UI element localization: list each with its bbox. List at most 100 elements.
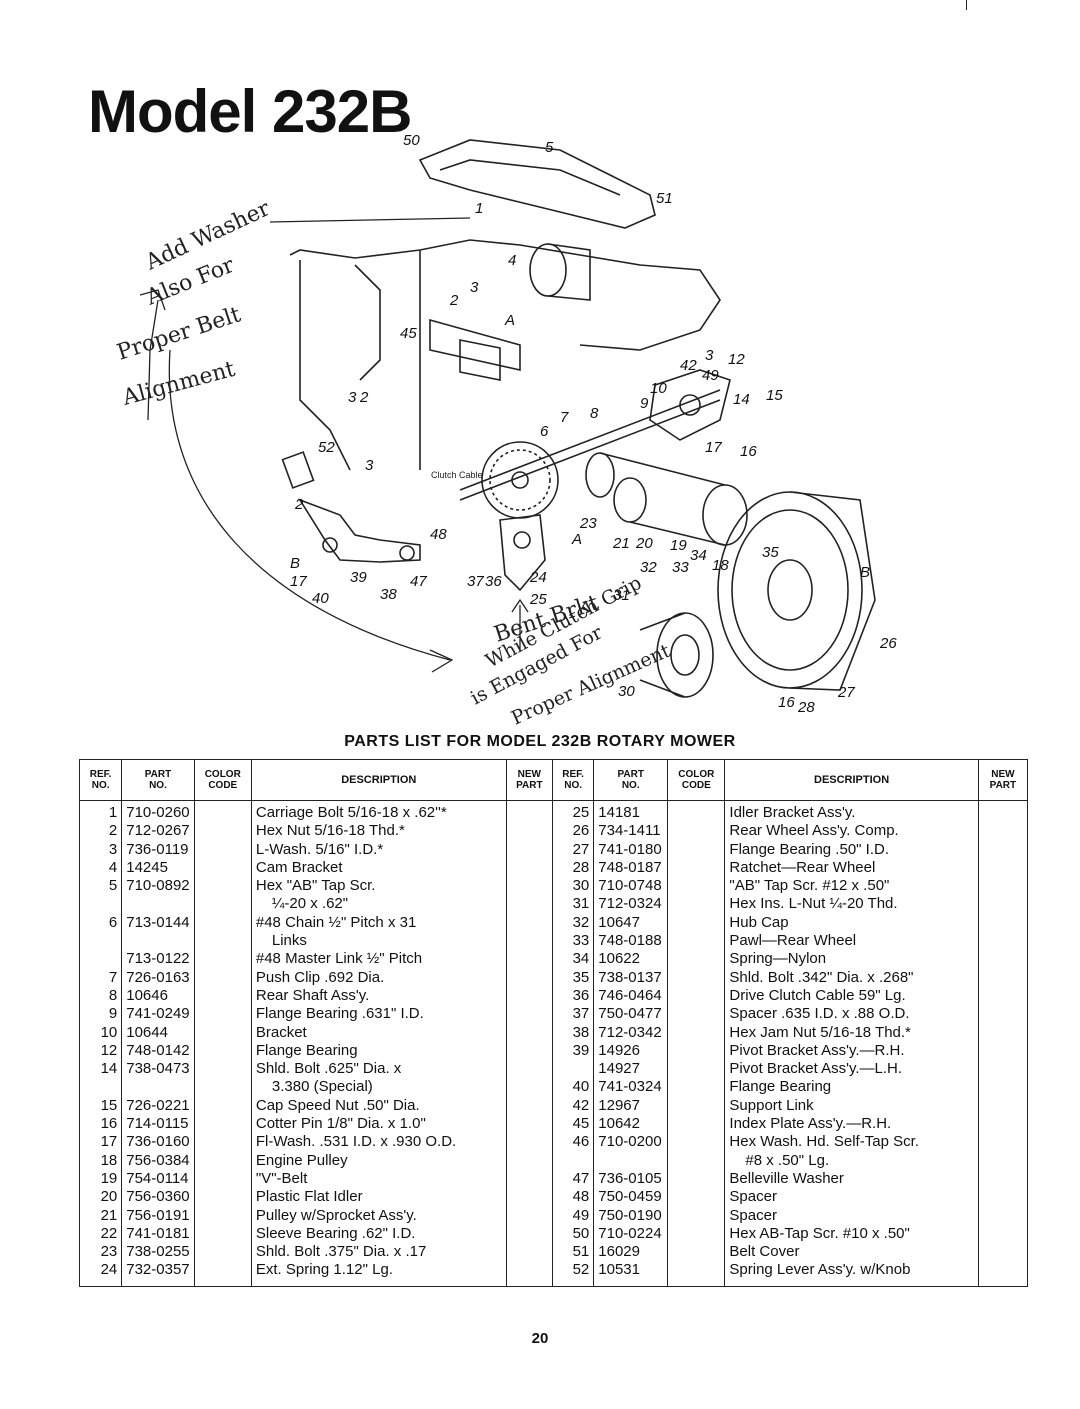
right-part-no-cell: 14927 [593,1060,669,1079]
left-part-no-cell: 726-0221 [121,1096,195,1116]
left-part-no-cell: 732-0357 [121,1261,195,1287]
right-new-part-cell [977,895,1029,914]
callout-28: 28 [797,699,815,716]
left-new-part-cell [505,1261,553,1287]
right-new-part-cell [977,1243,1029,1262]
left-color-code-cell [193,1224,252,1244]
clutch-cable-label: Clutch Cable [431,470,483,480]
left-part-no-cell: 748-0142 [121,1041,195,1061]
left-color-code-cell [193,822,252,841]
right-color-code-cell [667,913,726,933]
right-ref-no-cell: 38 [551,1023,595,1042]
left-description-cell: Flange Bearing .631" I.D. [250,1005,507,1024]
callout-12: 12 [728,351,745,368]
left-color-code-cell [193,1169,252,1189]
callout-49: 49 [702,367,719,384]
callout-35: 35 [762,544,779,561]
callout-42: 42 [680,357,697,374]
right-new-part-cell [977,968,1029,987]
left-ref-no-cell [78,895,123,914]
right-color-code-cell [667,1224,726,1244]
right-color-code-cell [667,1060,726,1079]
right-part-no-cell [593,1151,669,1170]
callout-39: 39 [350,569,367,586]
callout-3: 3 [470,279,479,296]
callout-31: 31 [613,587,630,604]
right-color-code-cell [667,950,726,969]
callout-6: 6 [540,423,549,440]
left-description-cell: Cap Speed Nut .50" Dia. [250,1096,507,1116]
right-color-code-cell [667,986,726,1006]
right-part-no-cell: 710-0748 [593,877,669,896]
left-description-cell: Flange Bearing [250,1041,507,1061]
left-description-cell: Ext. Spring 1.12" Lg. [250,1261,507,1287]
left-description-cell: Shld. Bolt .625" Dia. x [250,1060,507,1079]
right-description-cell: Hub Cap [724,913,979,933]
left-part-no-cell: 736-0119 [121,840,195,859]
callout-4: 4 [508,252,516,269]
left-new-part-cell [505,1243,553,1262]
right-part-no-cell: 741-0180 [593,840,669,859]
right-new-part-cell [977,1169,1029,1189]
right-ref-no-cell: 25 [551,800,595,823]
right-color-code-cell [667,1115,726,1134]
page-number: 20 [531,1330,549,1347]
callout-26: 26 [879,635,897,652]
left-color-code-cell [193,1115,252,1134]
left-description-cell: ¼-20 x .62" [250,895,507,914]
left-new-part-cell [505,1060,553,1079]
callout-30: 30 [618,683,635,700]
right-new-part-cell [977,1115,1029,1134]
left-part-no-cell: 14245 [121,858,195,878]
left-description-cell: 3.380 (Special) [250,1078,507,1097]
right-part-no-cell: 710-0224 [593,1224,669,1244]
header-description: DESCRIPTION [724,759,979,801]
right-new-part-cell [977,1206,1029,1225]
right-part-no-cell: 14926 [593,1041,669,1061]
callout-47: 47 [410,573,427,590]
right-description-cell: #8 x .50" Lg. [724,1151,979,1170]
callout-19: 19 [670,537,687,554]
right-description-cell: Rear Wheel Ass'y. Comp. [724,822,979,841]
right-ref-no-cell: 42 [551,1096,595,1116]
callout-40: 40 [312,590,329,607]
callout-16b: 16 [778,694,795,711]
left-ref-no-cell: 2 [78,822,123,841]
left-part-no-cell: 713-0144 [121,913,195,933]
left-new-part-cell [505,1151,553,1170]
handwritten-note: Proper Belt [114,302,244,365]
right-description-cell: Spring Lever Ass'y. w/Knob [724,1261,979,1287]
left-color-code-cell [193,950,252,969]
right-new-part-cell [977,1151,1029,1170]
left-description-cell: Rear Shaft Ass'y. [250,986,507,1006]
right-color-code-cell [667,1243,726,1262]
callout-37: 37 [467,573,484,590]
right-part-no-cell: 10531 [593,1261,669,1287]
left-description-cell: #48 Chain ½" Pitch x 31 [250,913,507,933]
left-new-part-cell [505,913,553,933]
callout-8: 8 [590,405,599,422]
right-description-cell: Shld. Bolt .342" Dia. x .268" [724,968,979,987]
left-description-cell: Hex "AB" Tap Scr. [250,877,507,896]
left-ref-no-cell: 4 [78,858,123,878]
right-new-part-cell [977,1133,1029,1152]
right-part-no-cell: 16029 [593,1243,669,1262]
right-part-no-cell: 750-0459 [593,1188,669,1207]
left-new-part-cell [505,986,553,1006]
right-part-no-cell: 738-0137 [593,968,669,987]
left-new-part-cell [505,1206,553,1225]
left-part-no-cell: 756-0360 [121,1188,195,1207]
left-color-code-cell [193,858,252,878]
right-description-cell: Hex AB-Tap Scr. #10 x .50" [724,1224,979,1244]
right-ref-no-cell: 47 [551,1169,595,1189]
